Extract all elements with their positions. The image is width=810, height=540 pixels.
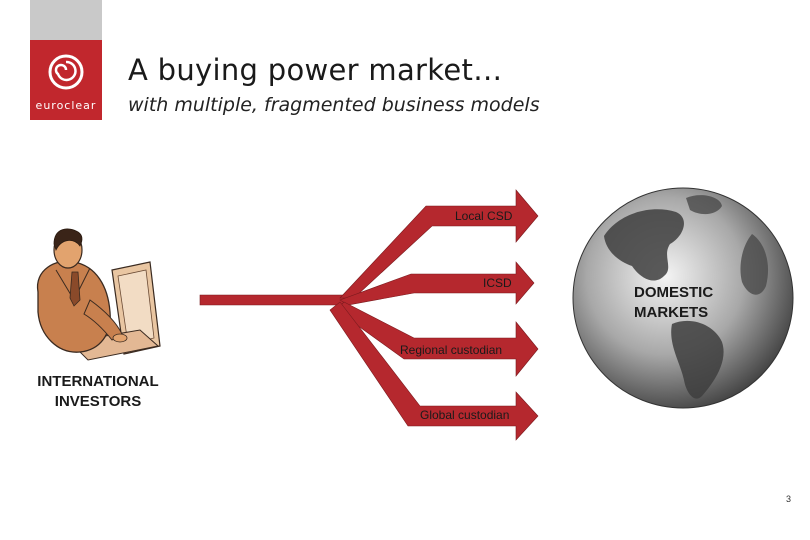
trunk-arrow [199,294,346,306]
branch-icsd [339,261,535,306]
logo-wordmark: euroclear [35,99,97,112]
branch-local-csd [339,189,539,299]
page-number: 3 [786,494,792,504]
page-subtitle: with multiple, fragmented business model… [128,94,540,116]
target-label: DOMESTIC MARKETS [634,284,714,321]
channel-label-global-custodian: Global custodian [420,408,510,422]
page-title: A buying power market… [128,53,503,87]
channel-label-local-csd: Local CSD [455,209,513,223]
globe-icon [572,187,794,409]
branch-regional [335,301,539,377]
euroclear-swirl-icon [48,54,84,90]
source-label: INTERNATIONAL INVESTORS [37,373,159,410]
channel-label-regional-custodian: Regional custodian [400,343,503,357]
branch-global [329,301,539,441]
channel-label-icsd: ICSD [483,276,512,290]
investor-at-computer-icon [36,228,161,361]
channel-arrows [199,189,539,441]
